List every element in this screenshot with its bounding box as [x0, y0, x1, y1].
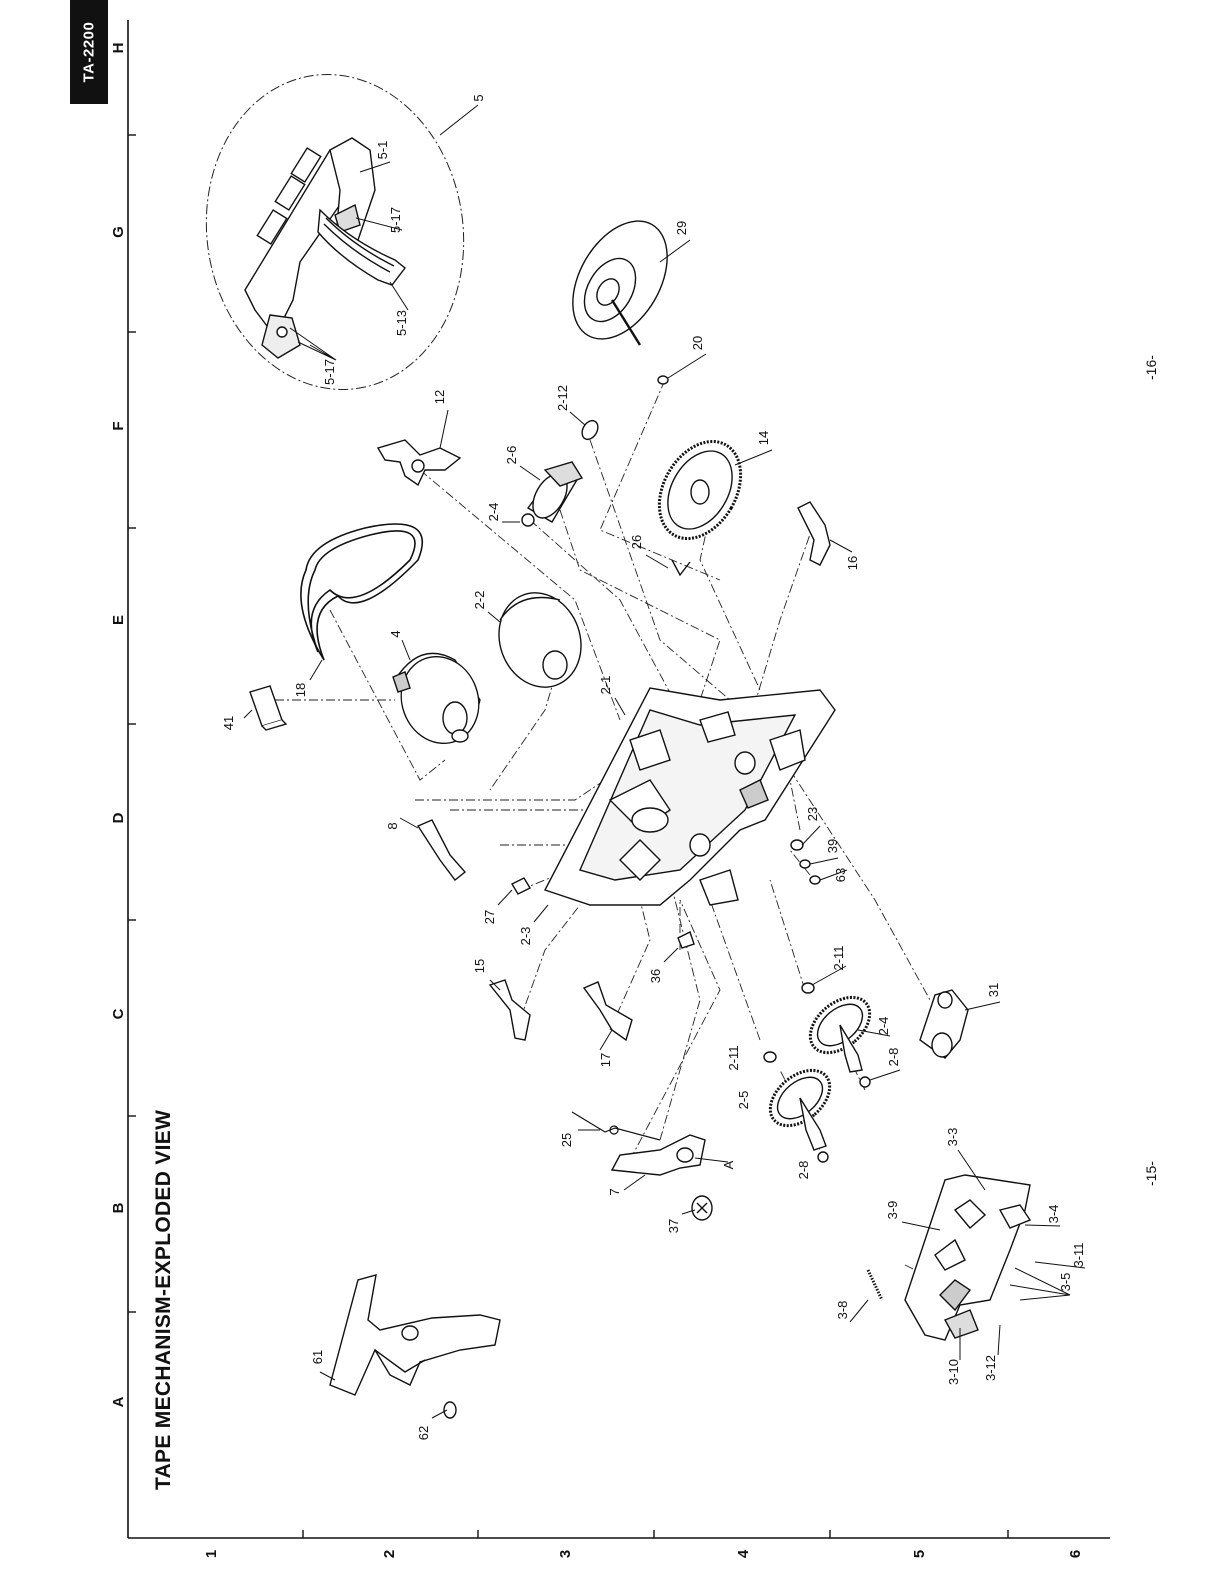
- main-chassis: [545, 688, 835, 905]
- callout-2-6: 2-6: [504, 446, 519, 465]
- grid-letter-h: H: [110, 43, 127, 54]
- callout-26: 26: [629, 535, 644, 549]
- callout-5: 5: [471, 94, 486, 101]
- page-number-left: -15-: [1143, 1161, 1159, 1186]
- pinch-roller-31: [920, 990, 968, 1058]
- callout-31: 31: [986, 983, 1001, 997]
- callout-7: 7: [607, 1188, 622, 1195]
- callout-2-11-left: 2-11: [726, 1045, 741, 1070]
- callout-61: 61: [310, 1350, 325, 1364]
- grid-number-5: 5: [911, 1550, 928, 1558]
- motor-4: [389, 646, 491, 755]
- bracket-61: [330, 1275, 500, 1395]
- callout-2-4-top: 2-4: [486, 503, 501, 522]
- callout-3-3: 3-3: [945, 1128, 960, 1147]
- callout-2-1: 2-1: [598, 676, 613, 695]
- callout-14: 14: [756, 431, 771, 445]
- callout-23: 23: [805, 807, 820, 821]
- callout-2-3: 2-3: [518, 927, 533, 946]
- callout-41: 41: [221, 716, 236, 730]
- callout-4: 4: [388, 630, 403, 637]
- callout-25: 25: [559, 1133, 574, 1147]
- callout-27: 27: [482, 910, 497, 924]
- page-number-right: -16-: [1143, 355, 1159, 380]
- callout-5-13: 5-13: [394, 310, 409, 336]
- spring-25: [572, 1112, 660, 1140]
- grid-letters: A B C D E F G H: [110, 43, 127, 1408]
- pcb-assembly: [245, 138, 405, 358]
- grid-letter-f: F: [110, 421, 127, 430]
- grid-letter-c: C: [110, 1008, 127, 1019]
- grid-number-6: 6: [1067, 1550, 1084, 1558]
- callout-3-8: 3-8: [835, 1301, 850, 1320]
- lever-7: [612, 1135, 705, 1175]
- flywheel: [553, 205, 686, 356]
- grid-number-3: 3: [557, 1550, 574, 1558]
- callout-3-9: 3-9: [885, 1201, 900, 1220]
- solenoid-2-6: [522, 418, 601, 526]
- model-badge-text: TA-2200: [81, 22, 98, 83]
- grid-letter-a: A: [110, 1396, 127, 1407]
- grid-number-2: 2: [381, 1550, 398, 1558]
- callout-3-10: 3-10: [946, 1359, 961, 1385]
- callout-2-5: 2-5: [736, 1091, 751, 1110]
- callout-16: 16: [845, 556, 860, 570]
- grid-number-1: 1: [203, 1550, 220, 1558]
- callout-3-4: 3-4: [1046, 1205, 1061, 1224]
- model-badge: TA-2200: [70, 0, 108, 104]
- grid-letter-b: B: [110, 1202, 127, 1213]
- callout-15: 15: [472, 959, 487, 973]
- callout-2-8-left: 2-8: [796, 1161, 811, 1180]
- callout-5-1: 5-1: [375, 141, 390, 160]
- callout-20: 20: [690, 336, 705, 350]
- grid-letter-g: G: [110, 226, 127, 238]
- gear-14: [643, 427, 757, 553]
- callout-62: 62: [416, 1426, 431, 1440]
- bracket-8: [418, 820, 465, 880]
- callout-3-12: 3-12: [983, 1355, 998, 1381]
- callout-37: 37: [666, 1219, 681, 1233]
- callout-2-12: 2-12: [555, 385, 570, 411]
- grid-letter-e: E: [110, 615, 127, 625]
- callout-2-2: 2-2: [472, 591, 487, 610]
- callout-18: 18: [293, 683, 308, 697]
- callout-8: 8: [385, 822, 400, 829]
- callout-29: 29: [674, 221, 689, 235]
- callout-12: 12: [432, 390, 447, 404]
- callout-36: 36: [648, 969, 663, 983]
- callout-2-4-bottom: 2-4: [876, 1017, 891, 1036]
- motor-2-2: [486, 581, 594, 699]
- callout-2-8-right: 2-8: [886, 1048, 901, 1067]
- lever-12: [378, 440, 460, 485]
- washer-20: [658, 376, 668, 384]
- callout-17: 17: [598, 1053, 613, 1067]
- gears-lower: [760, 840, 880, 1162]
- grid-number-4: 4: [735, 1549, 752, 1558]
- head-assembly-3: [868, 1175, 1030, 1340]
- callout-5-17-right: 5-17: [388, 207, 403, 233]
- callout-3-5: 3-5: [1058, 1273, 1073, 1292]
- grid-letter-d: D: [110, 812, 127, 823]
- callout-3-11: 3-11: [1071, 1242, 1086, 1267]
- page-title: TAPE MECHANISM-EXPLODED VIEW: [152, 1110, 176, 1490]
- callout-5-17-left: 5-17: [322, 359, 337, 385]
- belt-18: [301, 524, 422, 660]
- grid-numbers: 1 2 3 4 5 6: [203, 1549, 1084, 1558]
- callout-39: 39: [825, 839, 840, 853]
- block-41: [250, 686, 286, 730]
